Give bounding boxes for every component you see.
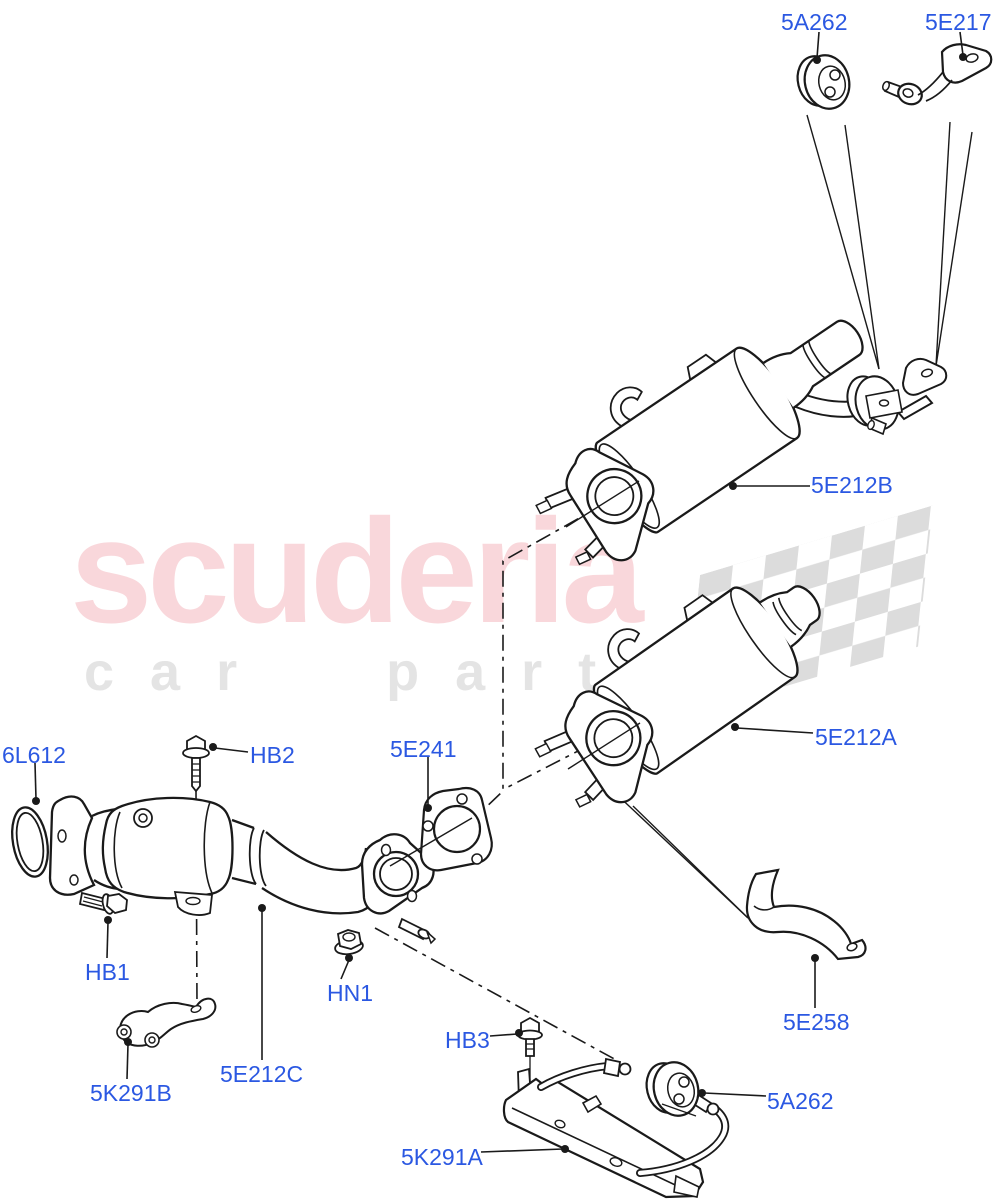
callout-6L612[interactable]: 6L612 <box>2 742 66 768</box>
callout-5K291A[interactable]: 5K291A <box>401 1144 483 1170</box>
heat-shield-5E258-drawing <box>745 868 867 961</box>
bolt-HB2-drawing <box>182 734 210 793</box>
callout-dots <box>32 53 967 1153</box>
callout-5E258[interactable]: 5E258 <box>783 1009 850 1035</box>
stud-drawing <box>397 917 437 945</box>
callout-HB3[interactable]: HB3 <box>445 1027 490 1053</box>
brand-watermark-text: scuderia <box>70 489 644 654</box>
tagline-watermark-text: car parts <box>84 642 699 702</box>
pointer-wedges <box>611 114 973 919</box>
heat-shield-5K291A-drawing <box>502 1057 730 1199</box>
catalytic-converter-5E212C-drawing <box>11 795 435 916</box>
silencer-5E212B-drawing <box>535 319 948 566</box>
exhaust-insulator-5A262-top-drawing <box>796 54 851 110</box>
assembly-centerlines <box>195 502 619 1062</box>
callout-HN1[interactable]: HN1 <box>327 980 374 1006</box>
callout-5A262-bottom[interactable]: 5A262 <box>767 1088 834 1114</box>
exhaust-insulator-5A262-bottom-drawing <box>645 1061 700 1117</box>
gasket-5E241-drawing <box>389 786 493 872</box>
nut-HN1-drawing <box>334 929 364 956</box>
gasket-ring-6L612-drawing <box>11 806 49 878</box>
callout-5E241[interactable]: 5E241 <box>390 736 457 762</box>
callout-5E212C[interactable]: 5E212C <box>220 1061 304 1087</box>
callout-HB2[interactable]: HB2 <box>250 742 295 768</box>
callout-5K291B[interactable]: 5K291B <box>90 1080 172 1106</box>
callout-HB1[interactable]: HB1 <box>85 959 130 985</box>
callout-5A262-top[interactable]: 5A262 <box>781 9 848 35</box>
callout-leader-lines <box>34 31 964 1153</box>
bolt-HB1-drawing <box>78 891 128 915</box>
callout-5E212A[interactable]: 5E212A <box>815 724 897 750</box>
callout-5E212B[interactable]: 5E212B <box>811 472 893 498</box>
exhaust-bracket-5E217-drawing <box>882 43 993 106</box>
callout-5E217[interactable]: 5E217 <box>925 9 992 35</box>
bracket-5K291B-drawing <box>116 997 217 1048</box>
silencer-5E212A-drawing <box>534 585 821 808</box>
